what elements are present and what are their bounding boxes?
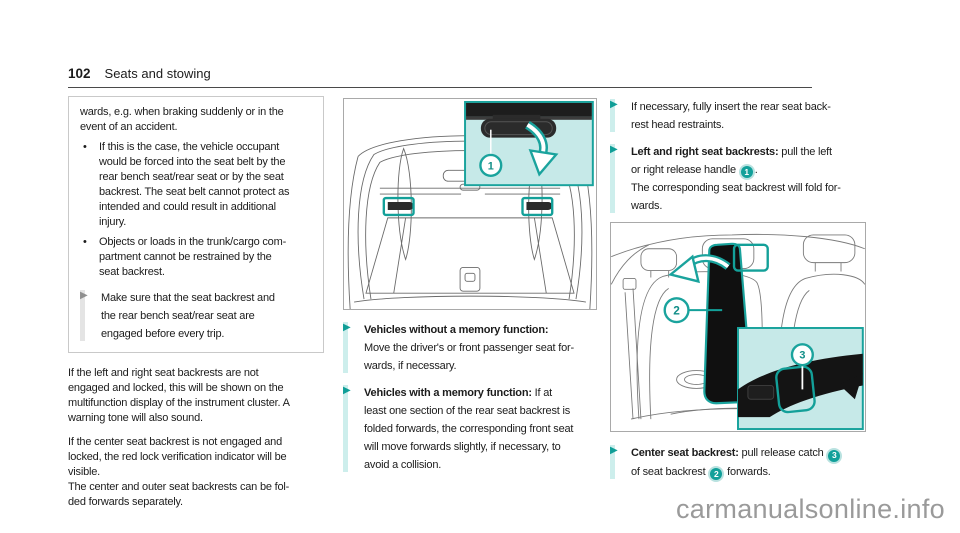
- warning-instruction-text: Make sure that the seat backrest and the…: [101, 292, 275, 340]
- paragraph: If the center seat backrest is not engag…: [68, 436, 290, 508]
- trunk-inset-callout: 1: [464, 100, 594, 187]
- warning-bullet-text: Objects or loads in the trunk/cargo com-…: [99, 236, 287, 278]
- instruction-text: Vehicles without a memory function: Move…: [364, 324, 574, 372]
- inline-number-badge: 2: [710, 467, 723, 480]
- svg-text:3: 3: [799, 350, 805, 362]
- trunk-release-handle-markers: [382, 196, 554, 217]
- instruction-arrow-icon: ▶: [343, 385, 351, 396]
- instruction-arrow-icon: ▶: [80, 290, 88, 301]
- instruction-item: ▶ Vehicles without a memory function: Mo…: [343, 320, 597, 374]
- middle-column: 1 ▶ Vehicles without a memory function: …: [343, 98, 597, 473]
- warning-intro: wards, e.g. when braking suddenly or in …: [80, 106, 284, 133]
- watermark: carmanualsonline.info: [676, 494, 945, 524]
- warning-box: wards, e.g. when braking suddenly or in …: [68, 96, 324, 353]
- rear-seats-illustration: 2 3: [610, 222, 866, 433]
- instruction-bar: [610, 144, 615, 214]
- bullet-icon: •: [83, 141, 87, 153]
- inline-number-badge: 1: [740, 166, 753, 179]
- instruction-arrow-icon: ▶: [610, 99, 618, 110]
- section-title: Seats and stowing: [104, 66, 211, 81]
- instruction-bar: [80, 290, 85, 341]
- callout-2: 2: [663, 297, 723, 324]
- instruction-item: ▶ Left and right seat backrests: pull th…: [610, 142, 868, 214]
- instruction-text: Vehicles with a memory function: If at l…: [364, 387, 574, 471]
- instruction-text: Left and right seat backrests: pull the …: [631, 146, 841, 213]
- warning-bullet-text: If this is the case, the vehicle occupan…: [99, 141, 290, 228]
- fold-direction-arrow-icon: [668, 254, 731, 284]
- page-number: 102: [68, 66, 91, 81]
- instruction-item: ▶ If necessary, fully insert the rear se…: [610, 97, 868, 133]
- instruction-bar: [610, 99, 615, 132]
- svg-text:1: 1: [488, 160, 494, 172]
- seat-catch-inset-callout: 3: [737, 327, 864, 431]
- callout-1: 1: [479, 153, 503, 177]
- instruction-bar: [343, 322, 348, 373]
- instruction-item: ▶ Center seat backrest: pull release cat…: [610, 443, 868, 480]
- warning-bullet: • If this is the case, the vehicle occup…: [83, 140, 319, 230]
- page-header: 102 Seats and stowing: [68, 66, 211, 81]
- callout-3: 3: [790, 343, 814, 367]
- instruction-bar: [610, 445, 615, 479]
- trunk-illustration: 1: [343, 98, 597, 310]
- fold-direction-arrow-icon: [524, 120, 559, 177]
- paragraph: If the left and right seat backrests are…: [68, 367, 290, 424]
- instruction-arrow-icon: ▶: [610, 144, 618, 155]
- instruction-item: ▶ Vehicles with a memory function: If at…: [343, 383, 597, 473]
- svg-text:2: 2: [673, 304, 680, 318]
- bullet-icon: •: [83, 236, 87, 248]
- instruction-text: Center seat backrest: pull release catch…: [631, 447, 842, 480]
- right-column: ▶ If necessary, fully insert the rear se…: [610, 97, 868, 480]
- warning-instruction: ▶ Make sure that the seat backrest and t…: [80, 288, 319, 342]
- instruction-arrow-icon: ▶: [610, 445, 618, 457]
- warning-bullet: • Objects or loads in the trunk/cargo co…: [83, 235, 319, 280]
- instruction-text: If necessary, fully insert the rear seat…: [631, 101, 831, 131]
- instruction-bar: [343, 385, 348, 472]
- left-column: wards, e.g. when braking suddenly or in …: [68, 96, 326, 510]
- instruction-arrow-icon: ▶: [343, 322, 351, 333]
- header-rule: [68, 87, 812, 88]
- inline-number-badge: 3: [828, 449, 841, 462]
